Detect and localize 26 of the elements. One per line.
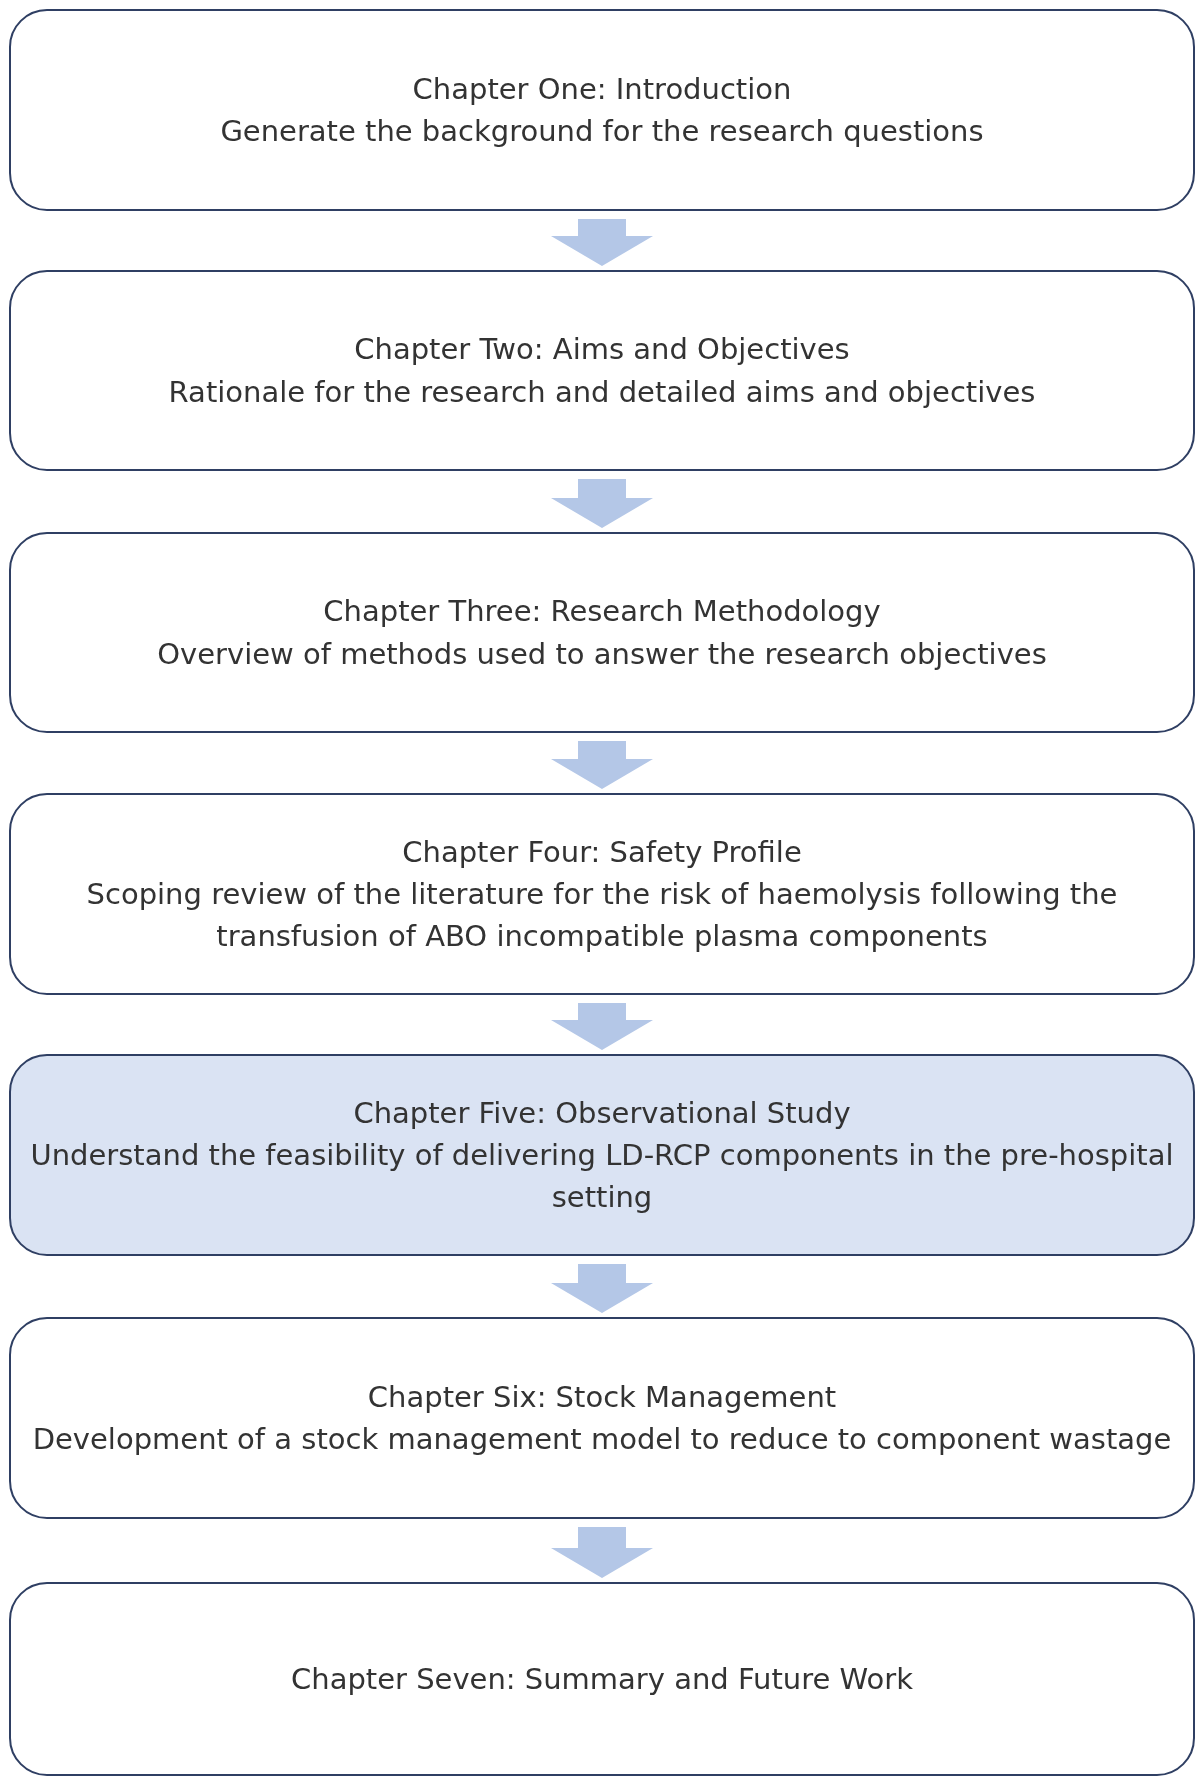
chapter-description: Scoping review of the literature for the risk of haemolysis following the transfusion of ABO incompatible plasma components xyxy=(85,875,1119,955)
block-arrow xyxy=(551,1003,653,1050)
chapter-description: Overview of methods used to answer the research objectives xyxy=(157,635,1047,673)
chapter-title: Chapter One: Introduction xyxy=(412,70,792,108)
chapter-box xyxy=(9,1054,1195,1256)
chapter-description: Rationale for the research and detailed aims and objectives xyxy=(168,373,1036,411)
chapter-description: Understand the feasibility of delivering LD-RCP components in the pre-hospital setting xyxy=(29,1136,1175,1216)
chapter-description: Generate the background for the research questions xyxy=(220,113,984,150)
chapter-title: Chapter Seven: Summary and Future Work xyxy=(291,1660,913,1698)
block-arrow xyxy=(551,1527,653,1578)
chapter-box xyxy=(9,1582,1195,1776)
block-arrow xyxy=(551,479,653,528)
chapter-title: Chapter Two: Aims and Objectives xyxy=(354,331,850,369)
chapter-box xyxy=(9,1317,1195,1519)
chapter-title: Chapter Six: Stock Management xyxy=(367,1378,837,1416)
chapter-description: Development of a stock management model to reduce to component wastage xyxy=(32,1421,1172,1458)
chapter-title: Chapter Four: Safety Profile xyxy=(402,833,802,871)
chapter-title: Chapter Three: Research Methodology xyxy=(323,593,881,631)
block-arrow xyxy=(551,219,653,266)
chapter-box xyxy=(9,793,1195,995)
chapter-box xyxy=(9,532,1195,733)
chapter-box xyxy=(9,270,1195,471)
chapter-box xyxy=(9,9,1195,211)
chapter-title: Chapter Five: Observational Study xyxy=(353,1094,851,1132)
block-arrow xyxy=(551,1264,653,1313)
block-arrow xyxy=(551,741,653,789)
